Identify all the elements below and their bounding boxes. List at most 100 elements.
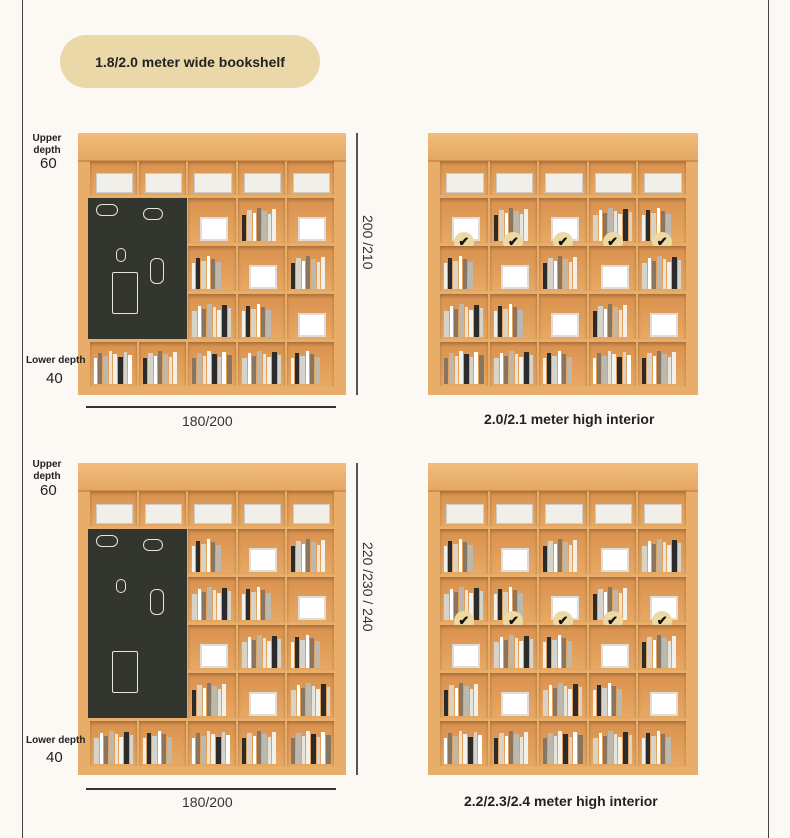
height-dimension: 200 /210 — [360, 215, 376, 270]
book — [444, 262, 447, 289]
photo-frame — [249, 265, 278, 289]
book — [652, 260, 657, 289]
storage-box — [644, 173, 682, 193]
shelf-cubby — [139, 342, 187, 386]
book — [198, 305, 202, 337]
photo-frame — [501, 692, 530, 716]
book — [158, 351, 163, 384]
book — [628, 734, 632, 764]
book — [226, 734, 231, 764]
book — [465, 589, 468, 620]
chalk-cloud-drawing — [143, 539, 163, 551]
book — [271, 635, 277, 668]
book — [661, 733, 666, 764]
shelf-cubby — [286, 577, 334, 622]
book — [508, 207, 513, 241]
book — [642, 737, 646, 764]
chalk-text-drawing — [112, 272, 138, 314]
book — [503, 356, 508, 384]
book — [271, 352, 277, 384]
book — [311, 685, 315, 716]
book — [444, 545, 447, 572]
book — [455, 687, 458, 716]
book — [569, 544, 573, 572]
photo-frame — [600, 265, 629, 289]
book — [212, 685, 218, 716]
book — [552, 639, 558, 668]
shelf-cubby — [286, 673, 334, 718]
chalkboard-door — [88, 529, 188, 718]
book — [216, 736, 222, 764]
book — [642, 545, 648, 572]
book — [616, 357, 622, 384]
book — [596, 684, 601, 716]
shelf-cubby — [588, 342, 637, 386]
book — [256, 303, 260, 337]
book — [290, 641, 294, 668]
book — [301, 735, 305, 764]
shelf-cubby — [188, 625, 236, 670]
book — [518, 357, 523, 384]
book — [657, 730, 661, 764]
storage-box — [495, 504, 534, 524]
book — [256, 586, 260, 620]
book — [265, 592, 271, 620]
book — [143, 358, 148, 384]
shelf-cubby — [237, 625, 285, 670]
book — [320, 683, 326, 716]
shelf-cubby — [588, 161, 637, 195]
book — [103, 356, 108, 384]
photo-frame — [600, 644, 629, 668]
book — [611, 354, 616, 384]
book — [558, 682, 564, 716]
book — [300, 687, 305, 716]
book — [216, 261, 222, 289]
storage-box — [292, 173, 330, 193]
chalk-cloud-drawing — [143, 208, 163, 220]
book — [662, 354, 668, 384]
book — [562, 354, 567, 384]
book — [464, 685, 469, 716]
book — [498, 209, 504, 241]
book — [444, 593, 449, 620]
book — [601, 356, 607, 384]
shelf-cubby — [139, 491, 187, 526]
book — [663, 541, 667, 572]
book — [251, 356, 256, 384]
book — [247, 636, 251, 668]
bookshelf: ✔✔✔✔✔ — [428, 463, 698, 775]
book — [548, 257, 554, 289]
book — [646, 732, 651, 764]
shelf-cubby — [90, 161, 138, 195]
book — [657, 538, 663, 572]
book — [450, 588, 453, 620]
shelf-cubby — [489, 529, 538, 574]
book — [672, 539, 678, 572]
book — [167, 736, 173, 764]
book — [295, 732, 301, 764]
book — [547, 353, 552, 384]
book — [601, 687, 607, 716]
book — [196, 540, 201, 572]
shelf-cubby — [188, 577, 236, 622]
book — [552, 356, 558, 384]
book — [607, 586, 612, 620]
shelf-cubby — [588, 246, 637, 291]
shelf-cubby — [237, 673, 285, 718]
book — [266, 357, 271, 384]
book — [668, 640, 672, 668]
book — [202, 591, 207, 620]
chalk-jar-drawing — [150, 589, 164, 615]
book — [256, 207, 261, 241]
storage-box — [243, 504, 281, 524]
book — [493, 737, 498, 764]
photo-frame — [600, 548, 629, 572]
storage-box — [446, 504, 484, 524]
book — [603, 308, 607, 337]
book — [642, 214, 646, 241]
book — [192, 310, 198, 337]
book — [470, 688, 473, 716]
lower-depth-label: Lower depth — [26, 355, 86, 366]
book — [592, 737, 598, 764]
book — [499, 353, 503, 384]
